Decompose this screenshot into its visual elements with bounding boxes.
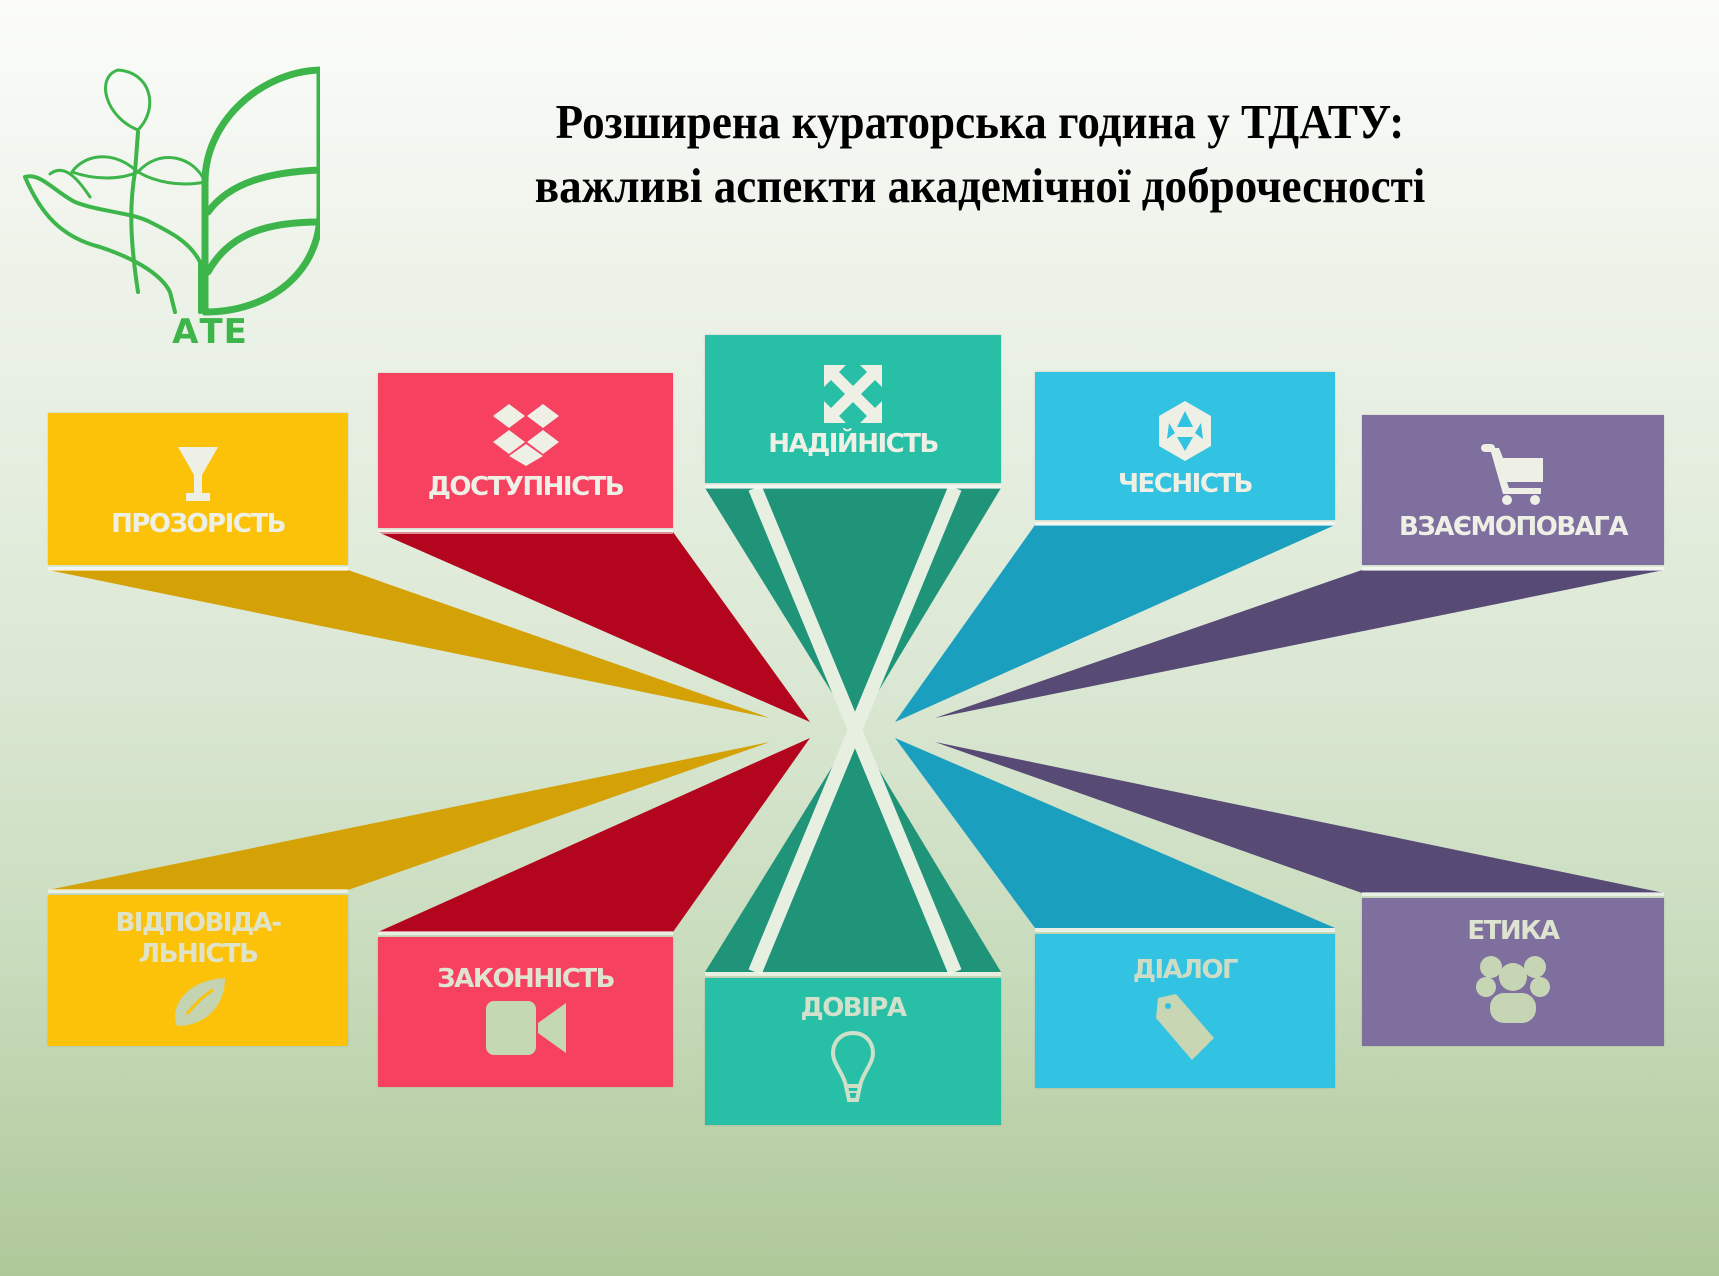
card-label: НАДІЙНІСТЬ — [768, 428, 939, 459]
goblet-icon — [178, 446, 218, 501]
people-group-icon — [1476, 955, 1550, 1023]
card-nadiinist: НАДІЙНІСТЬ — [705, 335, 1001, 489]
page-title: Розширена кураторська година у ТДАТУ: ва… — [428, 90, 1532, 218]
card-vzaiemopovaha: ВЗАЄМОПОВАГА — [1362, 415, 1664, 571]
card-dostupnist: ДОСТУПНІСТЬ — [378, 373, 673, 534]
ate-logo-icon — [23, 66, 320, 316]
card-zakonnist: ЗАКОННІСТЬ — [378, 931, 673, 1087]
ray-vzaiemopovaha — [935, 570, 1664, 718]
ray-chesnist — [895, 525, 1335, 722]
card-label: ЕТИКА — [1467, 915, 1560, 946]
expand-arrows-icon — [824, 364, 882, 423]
logo-text: АТЕ — [172, 312, 248, 352]
ray-zakonnist — [378, 738, 810, 932]
card-label: ПРОЗОРІСТЬ — [111, 508, 286, 539]
card-dialoh: ДІАЛОГ — [1035, 928, 1335, 1088]
card-label: ДІАЛОГ — [1132, 954, 1239, 985]
card-label: ВЗАЄМОПОВАГА — [1399, 511, 1628, 542]
ray-dostupnist — [378, 532, 810, 722]
card-label: ДОВІРА — [800, 993, 907, 1023]
lightbulb-icon — [830, 1030, 876, 1102]
card-label: ДОСТУПНІСТЬ — [427, 472, 625, 502]
dropbox-icon — [492, 404, 559, 466]
ray-vidpovidalnist — [48, 742, 770, 890]
ray-dialoh — [895, 738, 1335, 928]
card-prozorist: ПРОЗОРІСТЬ — [48, 413, 348, 571]
tag-icon — [1156, 993, 1214, 1060]
video-camera-icon — [485, 1000, 566, 1055]
card-label: ВІДПОВІДА- ЛЬНІСТЬ — [115, 907, 282, 969]
card-dovira: ДОВІРА — [705, 972, 1001, 1125]
leaf-icon — [175, 977, 225, 1026]
card-label: ЗАКОННІСТЬ — [437, 963, 615, 994]
card-etyka: ЕТИКА — [1362, 892, 1664, 1046]
card-chesnist: ЧЕСНІСТЬ — [1035, 372, 1335, 526]
title-line-1: Розширена кураторська година у ТДАТУ: — [555, 94, 1405, 149]
card-vidpovidalnist: ВІДПОВІДА- ЛЬНІСТЬ — [48, 889, 348, 1046]
cart-icon — [1481, 443, 1543, 505]
card-label: ЧЕСНІСТЬ — [1118, 468, 1253, 499]
polyhedron-icon — [1159, 400, 1211, 461]
ray-etyka — [935, 742, 1664, 893]
title-line-2: важливі аспекти академічної доброчесност… — [534, 158, 1426, 213]
ray-prozorist — [48, 570, 770, 718]
